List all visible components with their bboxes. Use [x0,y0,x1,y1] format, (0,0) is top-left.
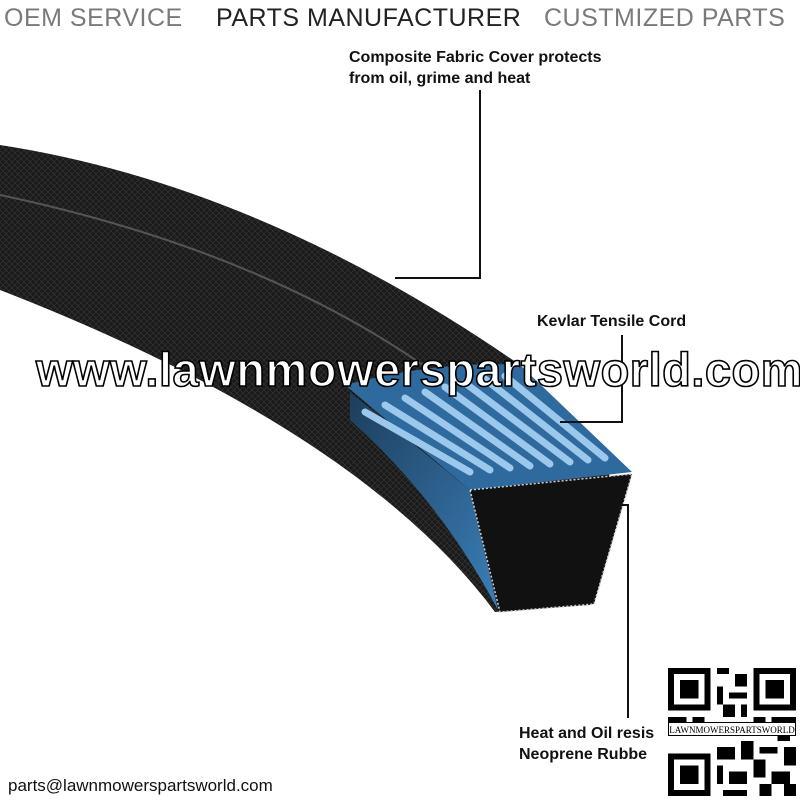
belt-top-highlight [0,194,431,371]
belt-side [350,392,498,610]
kevlar-leader-line [560,335,623,423]
kevlar-cords [361,372,609,476]
qr-label: LAWNMOWERSPARTSWORLD [668,722,796,736]
rubber-leader-line [600,504,629,718]
header-customized-parts: CUSTMIZED PARTS [544,4,786,32]
callout-line: Neoprene Rubbe [519,746,648,763]
callout-neoprene: Heat and Oil resis Neoprene Rubbe [519,723,654,765]
callout-line: Heat and Oil resis [519,725,655,742]
watermark: www.lawnmowerspartsworld.com [35,342,800,397]
cover-leader-line [395,90,481,279]
header-oem-service: OEM SERVICE [4,4,183,32]
header-parts-manufacturer: PARTS MANUFACTURER [216,4,522,32]
callout-fabric-cover: Composite Fabric Cover protects from oil… [349,47,602,89]
callout-kevlar: Kevlar Tensile Cord [537,313,687,330]
callout-line: Composite Fabric Cover protects [349,49,602,66]
belt-face [469,473,634,613]
contact-email[interactable]: parts@lawnmowerspartsworld.com [8,776,273,795]
callout-line: from oil, grime and heat [349,70,531,87]
